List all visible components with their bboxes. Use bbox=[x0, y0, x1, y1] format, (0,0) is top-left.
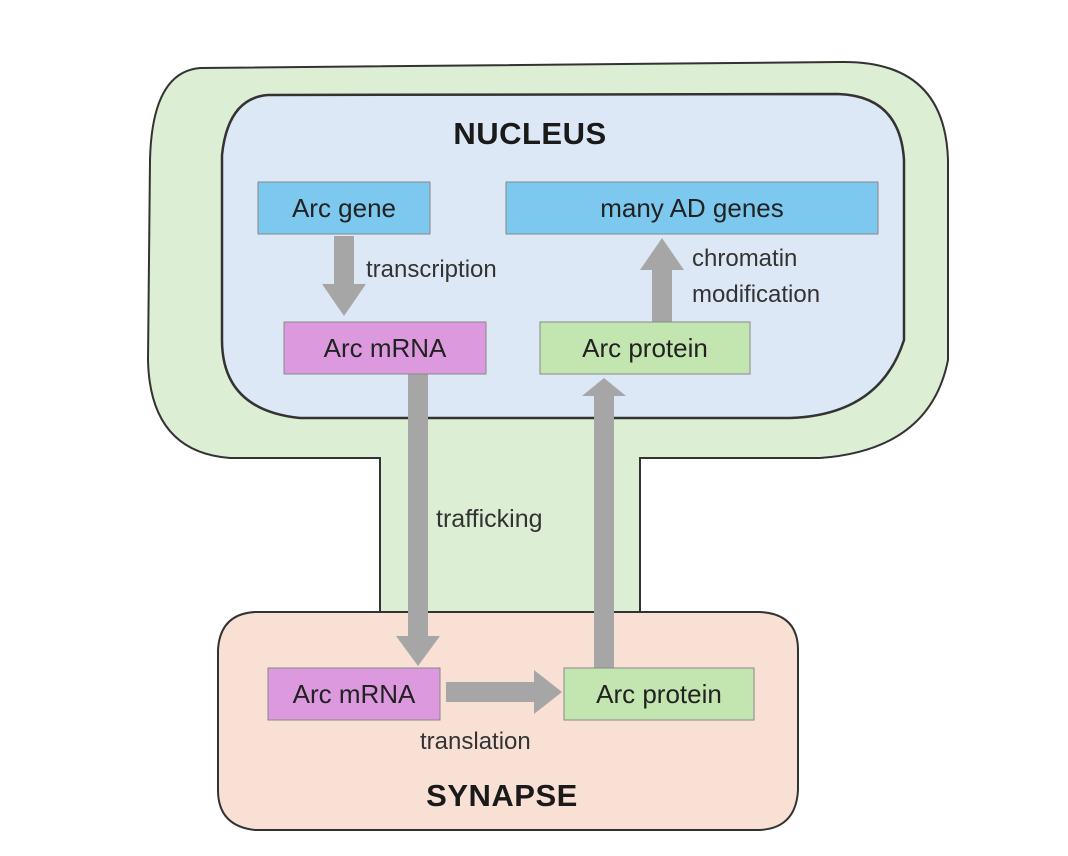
ad-genes-label: many AD genes bbox=[600, 193, 784, 223]
synapse-arc-mrna-box: Arc mRNA bbox=[267, 667, 441, 721]
chromatin-label-line2: modification bbox=[692, 281, 820, 308]
translation-arrow bbox=[446, 670, 562, 714]
transcription-label: transcription bbox=[366, 256, 497, 283]
protein-return-arrow bbox=[582, 378, 626, 668]
nucleus-arc-protein-label: Arc protein bbox=[582, 333, 708, 363]
chromatin-modification-arrow bbox=[640, 238, 684, 322]
nucleus-title: NUCLEUS bbox=[453, 116, 606, 151]
arc-gene-box: Arc gene bbox=[257, 181, 431, 235]
synapse-arc-mrna-label: Arc mRNA bbox=[293, 679, 416, 709]
synapse-compartment bbox=[217, 611, 799, 831]
transcription-arrow bbox=[322, 236, 366, 316]
arc-gene-label: Arc gene bbox=[292, 193, 396, 223]
nucleus-arc-mrna-label: Arc mRNA bbox=[324, 333, 447, 363]
synapse-arc-protein-label: Arc protein bbox=[596, 679, 722, 709]
chromatin-label-line1: chromatin bbox=[692, 245, 797, 272]
synapse-title: SYNAPSE bbox=[426, 778, 578, 813]
trafficking-label: trafficking bbox=[436, 505, 543, 533]
nucleus-arc-protein-box: Arc protein bbox=[539, 321, 751, 375]
synapse-arc-protein-box: Arc protein bbox=[563, 667, 755, 721]
nucleus-arc-mrna-box: Arc mRNA bbox=[283, 321, 487, 375]
ad-genes-box: many AD genes bbox=[505, 181, 879, 235]
trafficking-arrow bbox=[396, 374, 440, 666]
translation-label: translation bbox=[420, 728, 531, 755]
